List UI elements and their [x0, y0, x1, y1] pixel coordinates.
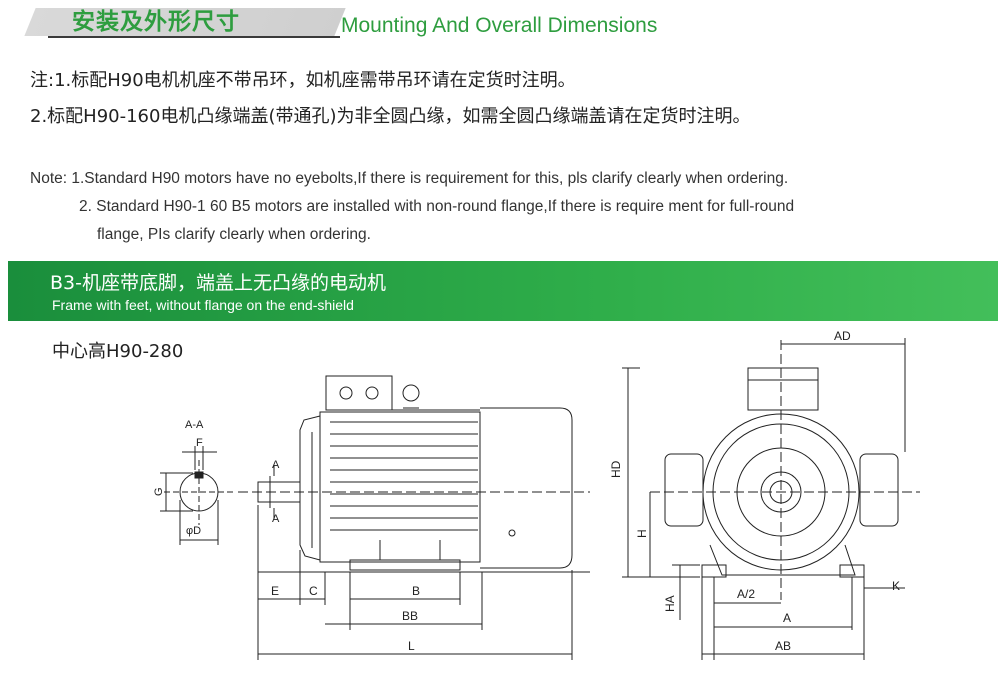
center-height-label: 中心高H90-280 [52, 341, 184, 362]
label-ab: AB [775, 639, 791, 653]
label-a-upper: A [272, 459, 280, 471]
label-hd: HD [609, 460, 623, 478]
label-a-lower: A [272, 513, 280, 525]
label-l: L [408, 639, 415, 653]
note-cn-line-2: 2.标配H90-160电机凸缘端盖(带通孔)为非全圆凸缘，如需全圆凸缘端盖请在定… [30, 106, 751, 127]
shaft-section-view [160, 446, 236, 545]
section-title-en: Frame with feet, without flange on the e… [52, 297, 354, 313]
section-band [8, 261, 998, 321]
header-title-en: Mounting And Overall Dimensions [341, 14, 658, 37]
section-title-cn: B3-机座带底脚，端盖上无凸缘的电动机 [50, 272, 386, 294]
note-cn-line-1: 注:1.标配H90电机机座不带吊环，如机座需带吊环请在定货时注明。 [30, 70, 576, 91]
note-en-line-3: flange, PIs clarify clearly when orderin… [97, 226, 371, 243]
motor-side-view [238, 375, 590, 660]
label-ad: AD [834, 329, 851, 343]
label-b: B [412, 584, 420, 598]
label-c: C [309, 584, 318, 598]
label-a: A [783, 611, 791, 625]
label-bb: BB [402, 609, 418, 623]
motor-front-view [622, 338, 920, 660]
header-underline [48, 36, 340, 38]
note-en-line-2: 2. Standard H90-1 60 B5 motors are insta… [79, 198, 795, 215]
label-ha: HA [663, 595, 677, 612]
label-e: E [271, 584, 279, 598]
label-h: H [635, 529, 649, 538]
label-g: G [153, 487, 165, 496]
label-k: K [892, 579, 900, 593]
label-section-aa: A-A [185, 419, 204, 431]
label-d: φD [186, 525, 201, 537]
header-title-cn: 安装及外形尺寸 [72, 9, 240, 35]
label-f: F [196, 437, 203, 449]
label-a-half: A/2 [737, 587, 755, 601]
note-en-line-1: Note: 1.Standard H90 motors have no eyeb… [30, 170, 789, 187]
